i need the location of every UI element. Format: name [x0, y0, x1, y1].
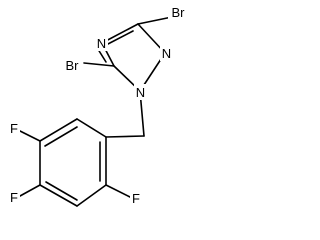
atom-n-top: N — [97, 36, 106, 51]
atom-n-right: N — [162, 46, 171, 61]
bond-cleft-br — [83, 62, 115, 67]
atom-labels: N N N Br Br F F F — [8, 4, 188, 206]
bond-b4-b5 — [39, 184, 78, 207]
chemical-structure: N N N Br Br F F F — [8, 4, 188, 207]
atom-f-bottom-right: F — [132, 191, 140, 206]
atom-f-bottom-left: F — [10, 190, 18, 205]
bond-b1-b2 — [76, 118, 107, 138]
bond-b4-b5-inner — [45, 181, 78, 201]
atom-f-top-left: F — [10, 121, 18, 136]
bonds — [19, 16, 173, 207]
atom-br-top-right: Br — [172, 5, 186, 20]
bond-ctop-br — [137, 16, 173, 25]
bond-b2-b3-inner — [44, 126, 78, 147]
bond-ch2-ring — [105, 135, 145, 138]
bond-b2-b3 — [39, 118, 78, 142]
atom-n-bottom: N — [136, 85, 145, 100]
bond-b4-f — [19, 184, 41, 197]
bond-b5-b6 — [76, 184, 107, 207]
bond-ctop-ntop-inner — [105, 30, 134, 46]
atom-br-left: Br — [66, 58, 80, 73]
bond-b3-f — [19, 130, 41, 142]
bond-b6-f — [105, 184, 131, 198]
